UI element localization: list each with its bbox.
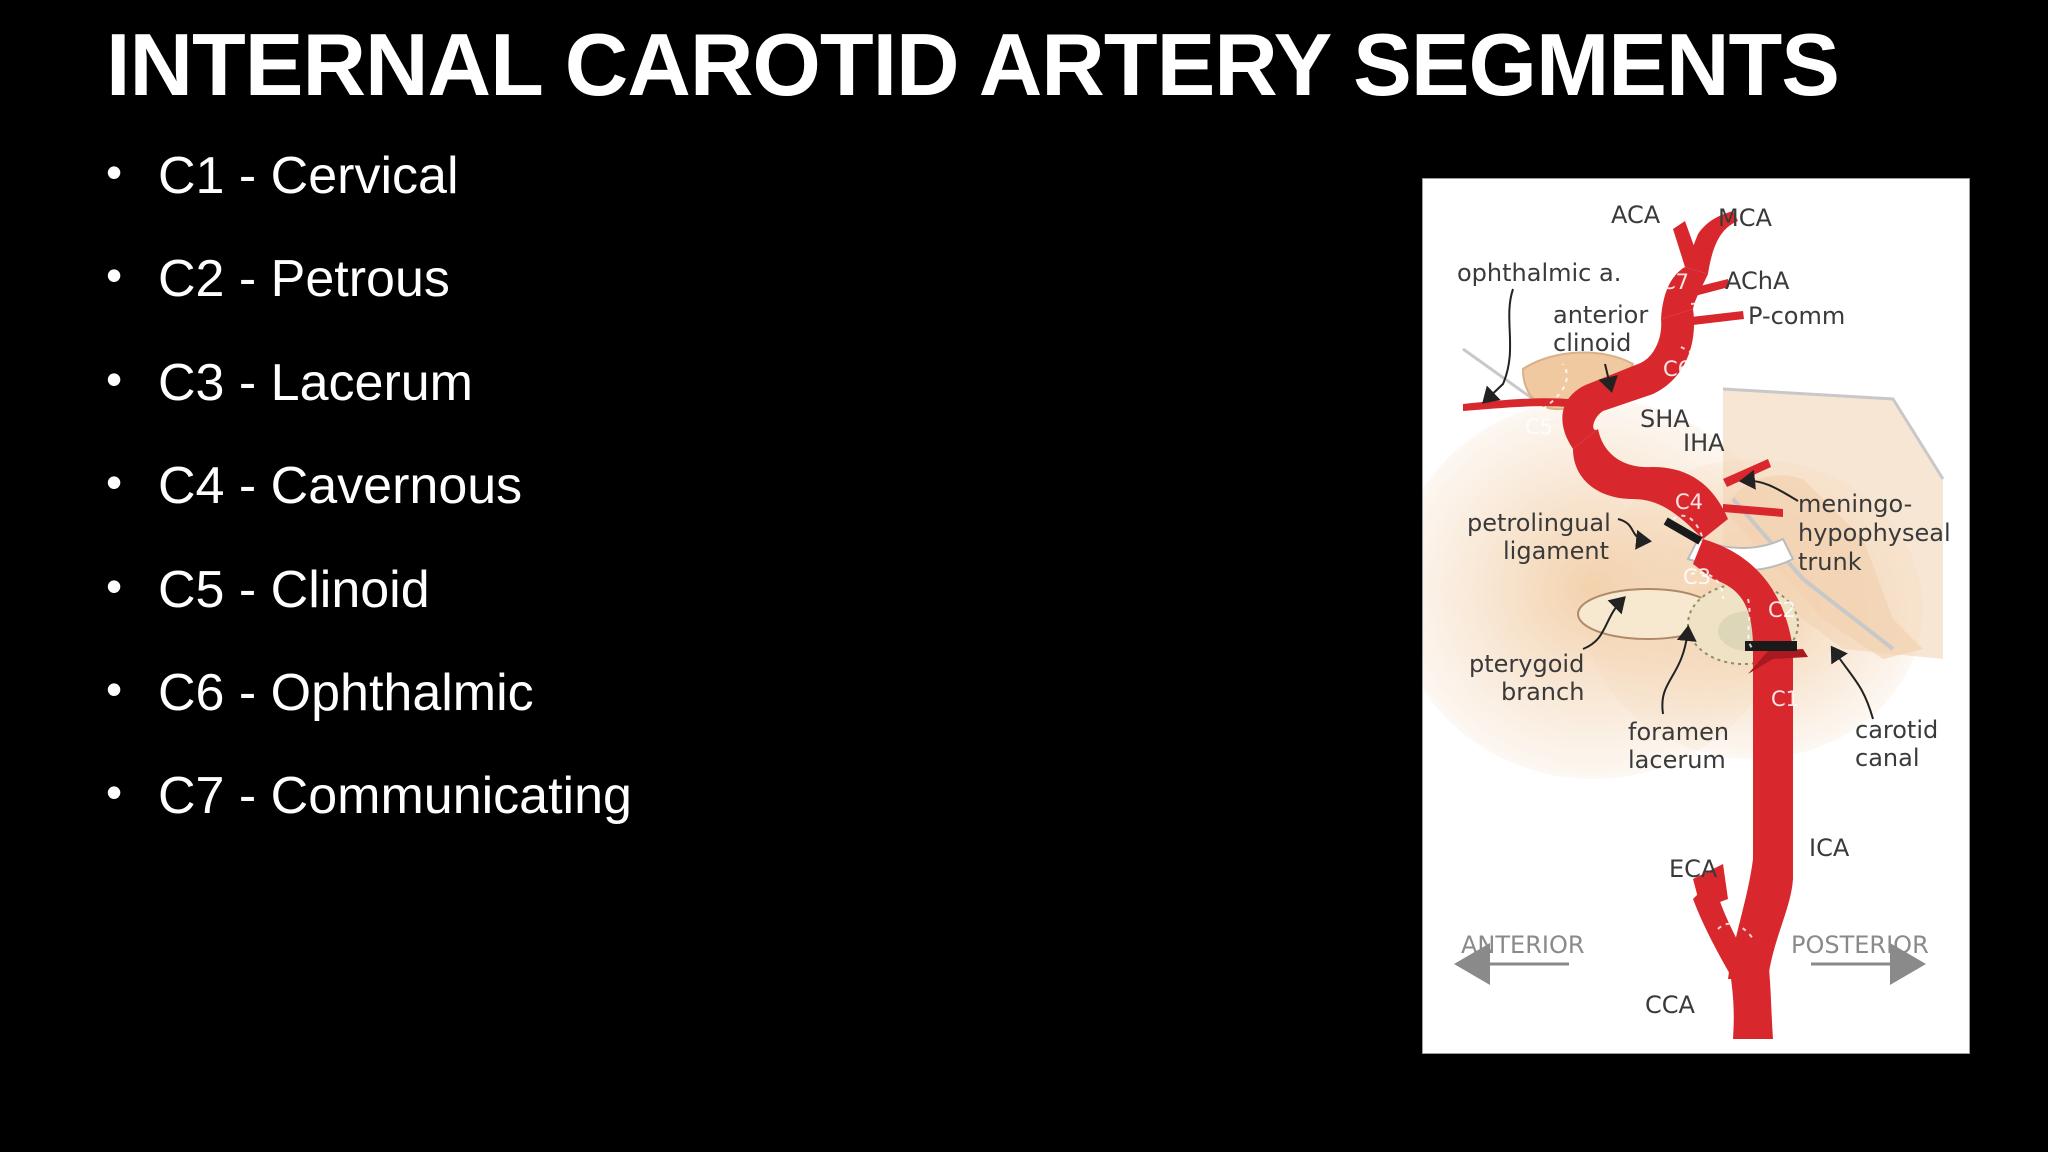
label-aca: ACA xyxy=(1611,201,1661,229)
label-mca: MCA xyxy=(1718,204,1772,232)
carotid-diagram: C7 C6 C5 C4 C3 C2 C1 ACA MCA ophthalmic … xyxy=(1422,178,1970,1054)
label-ica: ICA xyxy=(1809,834,1850,862)
label-pcomm: P-comm xyxy=(1748,302,1845,330)
label-foramen-lacerum: foramen xyxy=(1628,718,1729,746)
label-meningohypophyseal-trunk: trunk xyxy=(1798,548,1862,576)
label-anterior: ANTERIOR xyxy=(1461,931,1585,959)
label-ophthalmic-artery: ophthalmic a. xyxy=(1457,259,1621,287)
segment-list-item: C5 - Clinoid xyxy=(106,546,632,649)
segment-label: C5 xyxy=(1525,415,1553,439)
label-meningohypophyseal-trunk: meningo- xyxy=(1798,490,1912,518)
segment-label: C4 xyxy=(1675,490,1703,514)
segment-list-item: C7 - Communicating xyxy=(106,752,632,855)
segment-label: C3 xyxy=(1683,565,1711,589)
segment-label: C6 xyxy=(1663,357,1691,381)
segment-list-item: C3 - Lacerum xyxy=(106,339,632,442)
segment-label: C1 xyxy=(1771,687,1799,711)
label-meningohypophyseal-trunk: hypophyseal xyxy=(1798,519,1951,547)
segment-list: C1 - Cervical C2 - Petrous C3 - Lacerum … xyxy=(106,132,632,856)
label-carotid-canal: carotid xyxy=(1855,716,1938,744)
label-petrolingual-ligament: petrolingual xyxy=(1467,509,1611,537)
label-posterior: POSTERIOR xyxy=(1791,931,1929,959)
label-anterior-clinoid: anterior xyxy=(1553,301,1648,329)
label-cca: CCA xyxy=(1645,991,1696,1019)
slide-title: INTERNAL CAROTID ARTERY SEGMENTS xyxy=(106,15,1840,114)
label-petrolingual-ligament: ligament xyxy=(1503,537,1609,565)
label-acha: AChA xyxy=(1725,267,1790,295)
label-sha: SHA xyxy=(1640,405,1690,433)
segment-boundaries xyxy=(1542,300,1754,940)
leader-arrows xyxy=(1482,288,1874,720)
label-pterygoid-branch: pterygoid xyxy=(1469,650,1584,678)
label-carotid-canal: canal xyxy=(1855,744,1920,772)
label-anterior-clinoid: clinoid xyxy=(1553,329,1631,357)
carotid-diagram-svg: C7 C6 C5 C4 C3 C2 C1 ACA MCA ophthalmic … xyxy=(1423,201,1951,1039)
segment-list-item: C1 - Cervical xyxy=(106,132,632,235)
label-eca: ECA xyxy=(1669,855,1718,883)
label-pterygoid-branch: branch xyxy=(1501,678,1584,706)
segment-label: C7 xyxy=(1661,270,1689,294)
segment-list-item: C2 - Petrous xyxy=(106,235,632,338)
internal-carotid-artery xyxy=(1463,211,1808,979)
segment-list-item: C4 - Cavernous xyxy=(106,442,632,545)
label-foramen-lacerum: lacerum xyxy=(1628,746,1726,774)
segment-label: C2 xyxy=(1768,598,1796,622)
segment-list-item: C6 - Ophthalmic xyxy=(106,649,632,752)
label-iha: IHA xyxy=(1683,429,1725,457)
